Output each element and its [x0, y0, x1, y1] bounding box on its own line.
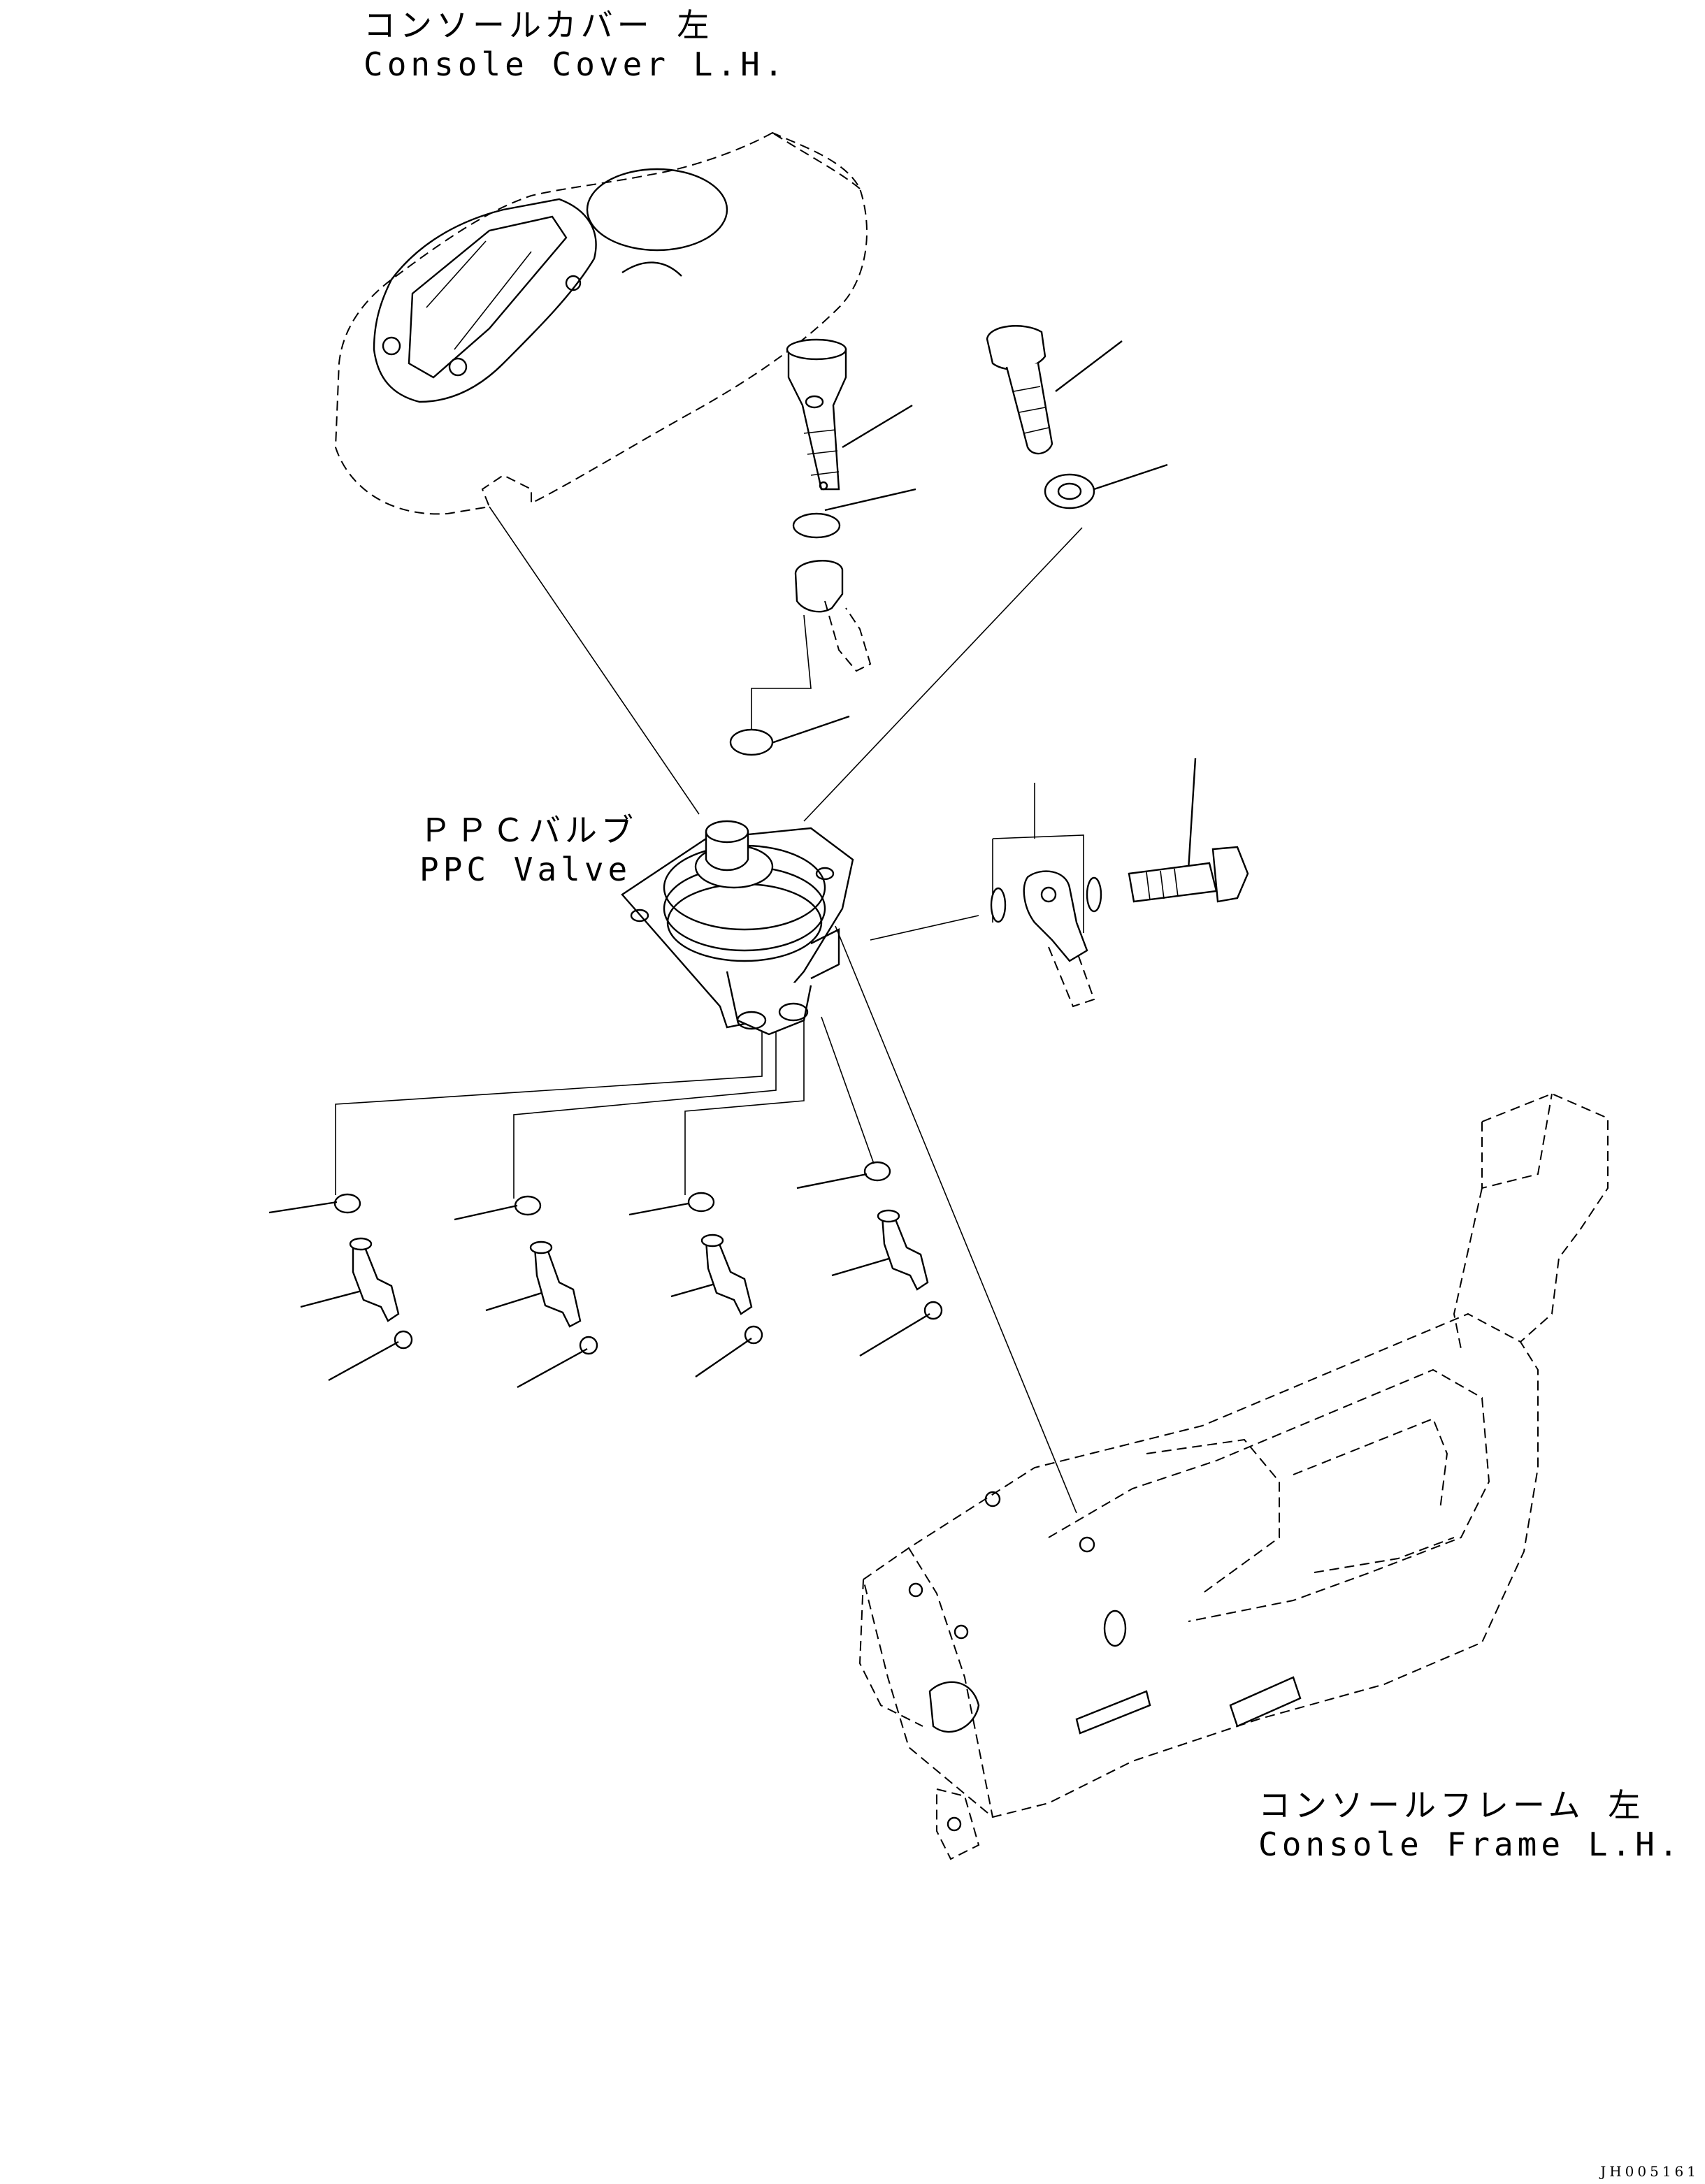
port-fittings [333, 1161, 943, 1355]
console-frame-drawing [858, 1092, 1609, 1860]
console-frame-label: コンソールフレーム 左 Console Frame L.H. [1258, 1786, 1683, 1864]
ppc-valve-label-jp: ＰＰＣバルブ [419, 811, 638, 849]
console-cover-label: コンソールカバー 左 Console Cover L.H. [364, 6, 788, 84]
callout-lines [268, 340, 1197, 1389]
leader-lines [335, 506, 1084, 1514]
ppc-valve-label-en: PPC Valve [419, 851, 632, 888]
valve-o-ring [729, 728, 774, 756]
console-cover-drawing [334, 131, 868, 515]
ppc-valve-drawing [621, 820, 854, 1036]
link-pin-set [990, 846, 1249, 1008]
mounting-bolt-washer [986, 325, 1095, 509]
console-frame-label-en: Console Frame L.H. [1258, 1825, 1683, 1863]
ppc-valve-label: ＰＰＣバルブ PPC Valve [419, 811, 638, 889]
console-frame-label-jp: コンソールフレーム 左 [1258, 1786, 1645, 1824]
adapter-bolt-set [786, 338, 872, 672]
drawing-number: JH005161 [1600, 2163, 1699, 2180]
console-cover-label-jp: コンソールカバー 左 [364, 6, 714, 44]
console-cover-label-en: Console Cover L.H. [364, 45, 788, 83]
